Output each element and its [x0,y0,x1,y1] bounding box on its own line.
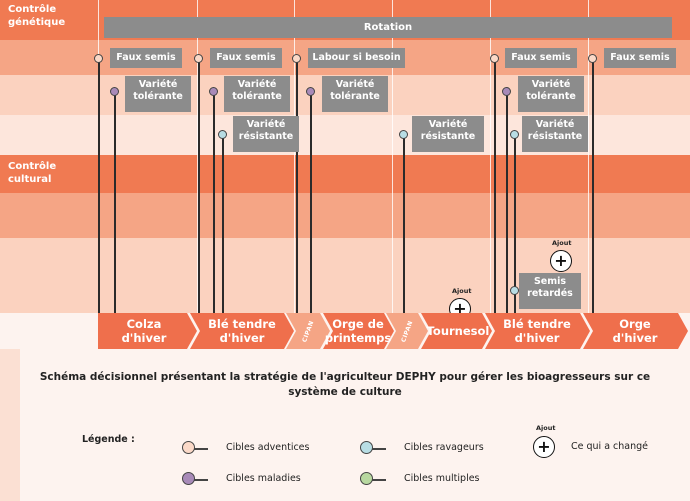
intercrop-cipan-1: CIPAN [290,313,326,349]
variete-resistante-box: Variété résistante [233,116,299,152]
target-ravageurs-dot [399,130,408,139]
crop-tournesol: Tournesol [426,324,490,338]
variete-tolerante-box: Variété tolérante [322,76,388,112]
intercrop-cipan-2: CIPAN [390,313,424,349]
variete-tolerante-box: Variété tolérante [518,76,584,112]
faux-semis-box: Faux semis [210,48,282,68]
stem [213,92,215,313]
target-maladies-dot [502,87,511,96]
target-adventices-dot [588,54,597,63]
crop-ble-1: Blé tendre d'hiver [208,317,276,345]
band-cultural-1 [0,193,690,238]
column-separator [588,0,589,313]
target-adventices-dot [292,54,301,63]
column-separator [490,0,491,313]
target-ravageurs-dot [218,130,227,139]
column-separator [197,0,198,313]
crop-orge-printemps: Orge de printemps [324,317,392,345]
intercrop-label: CIPAN [300,319,316,343]
target-maladies-dot [209,87,218,96]
target-maladies-dot [306,87,315,96]
faux-semis-box: Faux semis [505,48,577,68]
crop-ble-2: Blé tendre d'hiver [503,317,571,345]
labour-box: Labour si besoin [308,48,405,68]
crop-arrows-svg [98,313,688,349]
stem [114,92,116,313]
stem [506,92,508,313]
faux-semis-box: Faux semis [604,48,676,68]
column-separator [294,0,295,313]
changed-plus-icon: + [550,250,572,272]
band-cultural-header [0,155,690,193]
variete-resistante-box: Variété résistante [412,116,484,152]
stem [222,135,224,313]
column-separator [392,0,393,313]
target-adventices-dot [94,54,103,63]
band-cultural-2 [0,238,690,313]
legend-changed: Ce qui a changé [571,441,649,452]
legend-ravageurs: Cibles ravageurs [404,442,484,453]
target-adventices-dot [194,54,203,63]
rotation-bar: Rotation [104,17,672,38]
legend-line [186,448,208,450]
crop-colza: Colza d'hiver [121,317,167,345]
legend-title: Légende : [82,434,135,445]
stem [296,59,298,313]
legend-adventices-dot [182,441,195,454]
stem [198,59,200,313]
legend-ajout-label: Ajout [536,424,556,432]
crop-arrow-bg [0,313,690,349]
ajout-label: Ajout [552,239,572,247]
stem [310,92,312,313]
legend-multiples-dot [360,472,373,485]
legend-adventices: Cibles adventices [226,442,310,453]
legend-maladies-dot [182,472,195,485]
faux-semis-box: Faux semis [110,48,182,68]
semis-retardes-box: Semis retardés [519,273,581,309]
variete-resistante-box: Variété résistante [522,116,588,152]
ajout-label: Ajout [452,287,472,295]
stem [98,59,100,313]
stem [592,59,594,313]
legend-multiples: Cibles multiples [404,473,480,484]
crop-orge-hiver: Orge d'hiver [612,317,658,345]
target-ravageurs-dot [510,286,519,295]
variete-tolerante-box: Variété tolérante [125,76,191,112]
decorative-stripe [0,349,20,501]
variete-tolerante-box: Variété tolérante [224,76,290,112]
target-maladies-dot [110,87,119,96]
legend-plus-icon: + [533,436,555,458]
legend-ravageurs-dot [360,441,373,454]
cultural-control-label: Contrôle cultural [8,161,57,185]
band-genetic-header [0,0,690,16]
target-ravageurs-dot [510,130,519,139]
legend-line [186,479,208,481]
diagram-caption: Schéma décisionnel présentant la stratég… [39,371,651,398]
stem [494,59,496,313]
legend-line [364,448,386,450]
target-adventices-dot [490,54,499,63]
stem [514,135,516,313]
legend-line [364,479,386,481]
intercrop-label: CIPAN [399,319,415,343]
stem [403,135,405,313]
legend-maladies: Cibles maladies [226,473,301,484]
genetic-control-label: Contrôle génétique [8,4,66,28]
